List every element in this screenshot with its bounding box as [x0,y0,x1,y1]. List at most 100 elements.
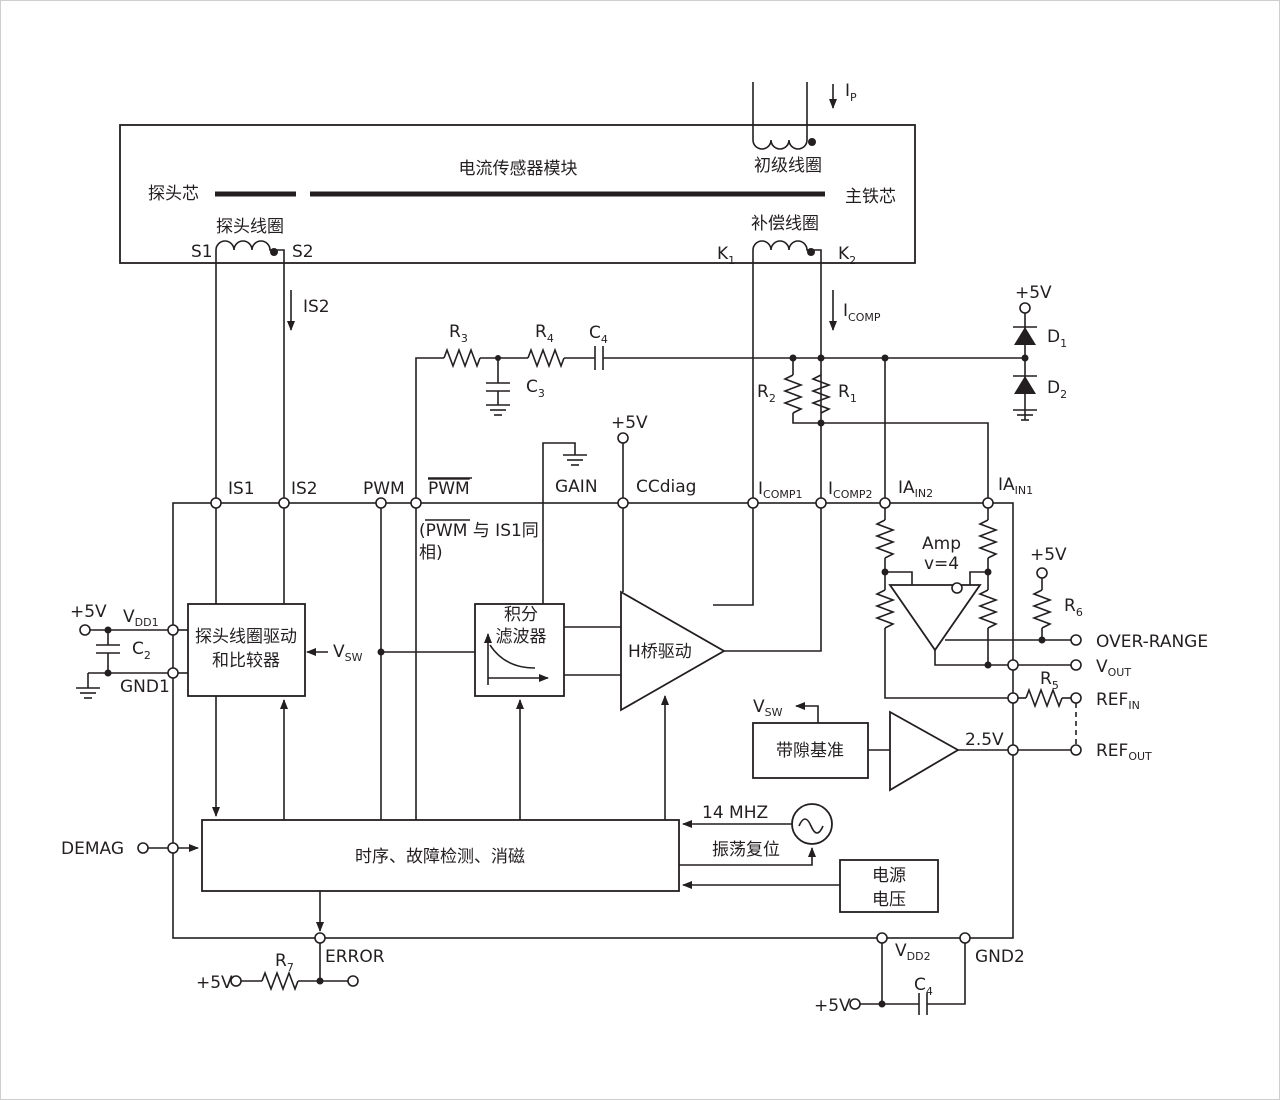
h-bridge-label: H桥驱动 [628,642,692,662]
sine-wave-icon [798,818,824,834]
bandgap-block [752,722,869,779]
comp-coil-label: 补偿线圈 [751,214,819,234]
pin-demag[interactable] [167,842,179,854]
pin-gnd2[interactable] [959,932,971,944]
pin-icomp2[interactable] [815,497,827,509]
amp-label-1: Amp [922,534,961,554]
pin-vdd1[interactable] [167,624,179,636]
c4b-label: C4 [914,975,933,998]
pin-iain2[interactable] [879,497,891,509]
is2-pin-label: IS2 [291,479,318,499]
probe-drive-label-1: 探头线圈驱动 [195,627,297,647]
r2-label: R2 [757,382,776,405]
integrator-response-curve [489,644,536,669]
pin-pwm-bar[interactable] [410,497,422,509]
d1-label: D1 [1047,327,1067,350]
r4-label: R4 [535,322,554,345]
pwm-note-line1: (PWM 与 IS1同 [419,521,539,541]
probe-drive-label-2: 和比较器 [212,651,280,671]
ic-outline [172,502,1014,939]
r5-label: R5 [1040,669,1059,692]
c4-label: C4 [589,323,608,346]
wire-pwmbar-up [415,357,444,500]
r3-label: R3 [449,322,468,345]
plus5v-vdd2: +5V [814,996,851,1016]
gnd1-label: GND1 [120,677,170,697]
probe-drive-block [187,603,306,697]
vsw2-label: VSW [753,697,783,719]
demag-label: DEMAG [61,839,124,859]
resistor-amp-in1 [977,519,999,559]
resistor-r5 [1025,687,1063,709]
resistor-r6 [1031,589,1053,629]
resistor-r7 [261,970,299,992]
gain-label: GAIN [555,477,598,497]
diode-d1 [1014,327,1036,345]
timing-label: 时序、故障检测、消磁 [355,847,525,867]
refin-label: REFIN [1096,690,1140,712]
integrator-label-1: 积分 [504,605,538,625]
pin-is2[interactable] [278,497,290,509]
pin-vout[interactable] [1070,659,1082,671]
probe-coil [215,240,285,300]
iain1-pin-label: IAIN1 [998,475,1033,497]
c2-label: C2 [132,639,151,662]
ccdiag-label: CCdiag [636,477,696,497]
pin-over-range[interactable] [1070,634,1082,646]
vsw-label: VSW [333,642,363,664]
pin-refin[interactable] [1070,692,1082,704]
iain2-pin-label: IAIN2 [898,478,933,500]
pin-icomp1[interactable] [747,497,759,509]
pin-is1[interactable] [210,497,222,509]
psu-label-1: 电源 [872,866,906,886]
osc-reset-label: 振荡复位 [712,840,780,860]
v25-label: 2.5V [965,730,1004,750]
integrator-label-2: 滤波器 [496,627,547,647]
top-pins [210,497,994,509]
pin-vdd2[interactable] [876,932,888,944]
main-core-label: 主铁芯 [845,187,896,207]
probe-coil-dot [270,248,278,256]
pwm-bar-pin-label: PWM [428,479,470,499]
ref-buffer [889,710,960,792]
pin-iain1[interactable] [982,497,994,509]
comp-coil-dot [807,248,815,256]
module-title: 电流传感器模块 [459,159,578,179]
pin-refout[interactable] [1070,744,1082,756]
c3-label: C3 [526,377,545,400]
primary-coil-dot [808,138,816,146]
pin-ccdiag[interactable] [617,497,629,509]
osc-freq-label: 14 MHZ [702,803,768,823]
primary-coil [752,82,808,150]
s1-label: S1 [191,242,213,262]
plus5v-r7: +5V [196,973,233,993]
refout-label: REFOUT [1096,741,1152,763]
wire-gain [542,442,576,615]
vdd2-label: VDD2 [895,941,931,963]
amp-label-2: v=4 [924,554,959,574]
plus5v-vdd1: +5V [70,602,107,622]
plus5v-diode: +5V [1015,283,1052,303]
k1-label: K1 [717,244,735,267]
resistor-amp-fb2 [874,589,896,629]
pin-pwm[interactable] [375,497,387,509]
bandgap-label: 带隙基准 [776,741,844,761]
probe-core-label: 探头芯 [148,184,199,204]
is1-pin-label: IS1 [228,479,255,499]
primary-coil-label: 初级线圈 [754,156,822,176]
pwm-pin-label: PWM [363,479,405,499]
icomp-label: ICOMP [843,301,881,324]
h-bridge-driver [620,590,726,712]
pin-error[interactable] [314,932,326,944]
r6-label: R6 [1064,596,1083,619]
gnd2-label: GND2 [975,947,1025,967]
d2-label: D2 [1047,378,1067,401]
pwm-note-line2: 相) [419,543,443,563]
resistor-amp-in2 [874,519,896,559]
oscillator-symbol [791,803,833,845]
integrator-block [474,603,565,697]
probe-coil-label: 探头线圈 [216,217,284,237]
amp-triangle [888,584,982,652]
icomp2-pin-label: ICOMP2 [828,479,872,501]
